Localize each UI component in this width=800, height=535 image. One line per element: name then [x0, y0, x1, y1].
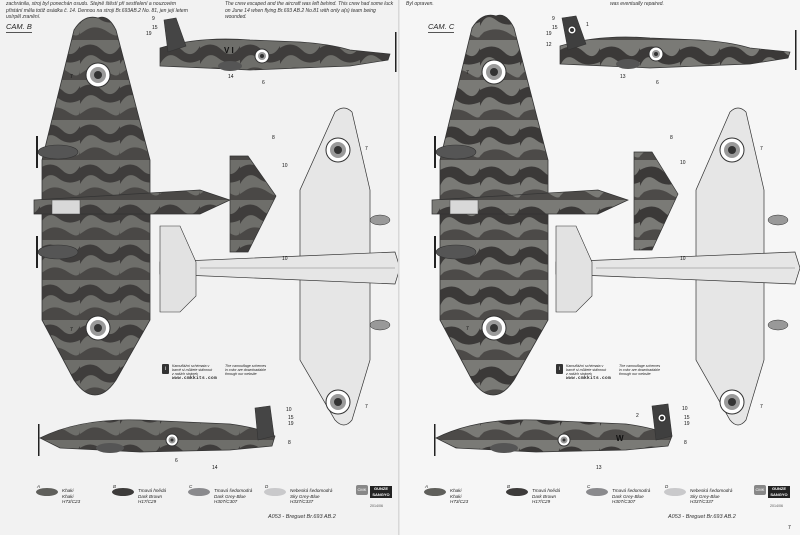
right-download-note: i Kamuflážní schémata v barvě si můžete …	[556, 364, 671, 381]
left-camouflage-label: CAM. B	[6, 22, 32, 33]
right-callout: 7	[466, 326, 469, 332]
right-callout: 19	[546, 31, 552, 37]
left-callout: 7	[365, 146, 368, 152]
left-top-serial: V I	[224, 46, 234, 55]
swatch-c-lines: Tmavá šedomodrá Dark Grey-Blue H307/C307	[612, 488, 651, 505]
right-brand-logo: CMK GUNZE SANGYO	[754, 483, 790, 501]
left-intro-en: The crew escaped and the aircraft was le…	[225, 1, 394, 20]
left-side-profile	[38, 405, 276, 456]
right-callout: 10	[680, 160, 686, 166]
swatch-d-lines: Nebeská šedomodrá Sky Grey-Blue H337/C33…	[690, 488, 733, 505]
right-callout: 13	[596, 465, 602, 471]
right-top-view	[431, 14, 679, 396]
left-callout: 10	[282, 256, 288, 262]
right-callout: 10	[680, 256, 686, 262]
left-callout: 14	[212, 465, 218, 471]
swatch-a-lines: Khaki Khaki H73/C23	[62, 488, 81, 505]
right-callout: 7	[760, 146, 763, 152]
note-url[interactable]: www.cmkkits.com	[566, 376, 612, 381]
swatch-c-lines: Tmavá šedomodrá Dark Grey-Blue H307/C307	[214, 488, 253, 505]
note-cz: Kamuflážní schémata v barvě si můžete st…	[172, 364, 213, 377]
right-callout: 10	[682, 406, 688, 412]
page-number: 7	[788, 525, 791, 531]
left-callout: 7	[70, 74, 73, 80]
right-callout: 6	[656, 80, 659, 86]
left-callout: 10	[286, 407, 292, 413]
left-callout: 19	[288, 421, 294, 427]
swatch-d-lines: Nebeská šedomodrá Sky Grey-Blue H337/C33…	[290, 488, 333, 505]
left-callout: 8	[288, 440, 291, 446]
right-print-code: 2014/06	[770, 504, 783, 508]
left-callout: 14	[228, 74, 234, 80]
note-en: The camouflage schemes in color are down…	[619, 364, 661, 377]
left-callout: 7	[365, 404, 368, 410]
left-brand-logo: CMK GUNZE SANGYO	[356, 483, 392, 501]
right-callout: 9	[552, 16, 555, 22]
left-callout: 8	[272, 135, 275, 141]
right-footer-title: A053 - Breguet Br.693 AB.2	[668, 514, 736, 520]
left-callout: 15	[152, 25, 158, 31]
left-underside-view	[159, 107, 400, 426]
right-callout: 12	[546, 42, 552, 48]
right-callout: 15	[552, 25, 558, 31]
left-footer-title: A053 - Breguet Br.693 AB.2	[268, 514, 336, 520]
note-en: The camouflage schemes in color are down…	[225, 364, 267, 377]
note-url[interactable]: www.cmkkits.com	[172, 376, 218, 381]
right-callout: 7	[760, 404, 763, 410]
right-camouflage-label: CAM. C	[428, 22, 455, 33]
left-callout: 15	[288, 415, 294, 421]
info-icon: i	[556, 364, 563, 374]
left-callout: 6	[262, 80, 265, 86]
right-intro-en: was eventually repaired.	[610, 1, 664, 7]
left-callout: 10	[282, 163, 288, 169]
right-callout: 8	[684, 440, 687, 446]
left-download-note: i Kamuflážní schémata v barvě si můžete …	[162, 364, 277, 381]
right-callout: 19	[684, 421, 690, 427]
swatch-b-lines: Tmavá hnědá Dark Brown H17/C29	[532, 488, 561, 505]
right-callout: 13	[620, 74, 626, 80]
right-callout: 2	[636, 413, 639, 419]
right-side-profile	[434, 403, 673, 456]
right-intro-cz: Byl opraven.	[406, 1, 434, 7]
left-plane-drawings	[33, 16, 400, 456]
right-color-legend: A Khaki Khaki H73/C23 B Tmavá hnědá Dark…	[400, 484, 800, 512]
right-callout: 7	[466, 70, 469, 76]
right-callout: 15	[684, 415, 690, 421]
left-top-profile	[159, 17, 397, 72]
left-callout: 19	[146, 31, 152, 37]
right-plane-drawings	[431, 14, 800, 456]
left-intro-cz: zachránila, stroj byl ponechán osudu. St…	[6, 1, 188, 20]
note-cz: Kamuflážní schémata v barvě si můžete st…	[566, 364, 607, 377]
left-top-view	[33, 16, 277, 396]
right-underside-view	[555, 107, 800, 426]
right-side-serial: W	[616, 434, 624, 443]
info-icon: i	[162, 364, 169, 374]
right-page: Byl opraven. was eventually repaired. CA…	[400, 0, 800, 535]
left-callout: 7	[70, 327, 73, 333]
left-page: zachránila, stroj byl ponechán osudu. St…	[0, 1, 400, 520]
left-callout: 6	[175, 458, 178, 464]
left-callout: 9	[152, 16, 155, 22]
left-color-legend: A Khaki Khaki H73/C23 B Tmavá hnědá Dark…	[0, 484, 400, 512]
swatch-a-lines: Khaki Khaki H73/C23	[450, 488, 469, 505]
left-print-code: 2014/06	[370, 504, 383, 508]
right-top-profile	[559, 15, 797, 70]
right-callout: 8	[670, 135, 673, 141]
right-callout: 1	[586, 22, 589, 28]
swatch-b-lines: Tmavá hnědá Dark Brown H17/C29	[138, 488, 167, 505]
